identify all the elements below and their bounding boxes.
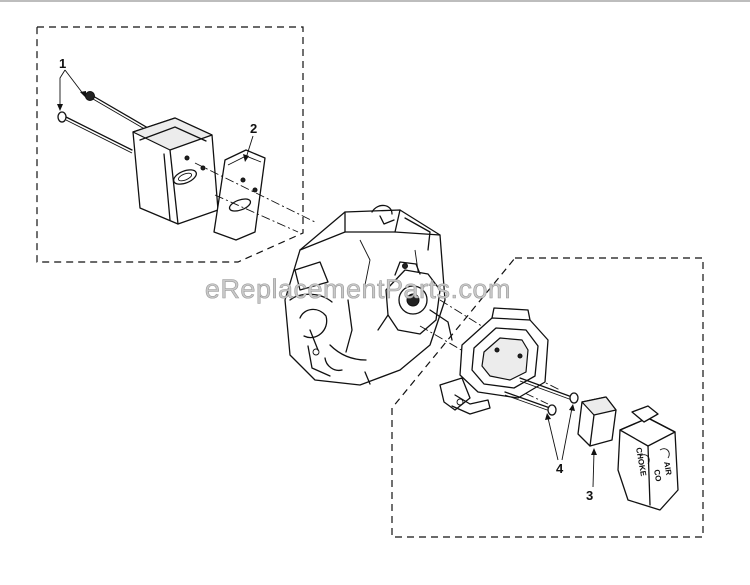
air-filter-base bbox=[439, 307, 549, 415]
muffler-gasket bbox=[213, 149, 266, 241]
muffler-alignment-lines bbox=[194, 162, 316, 233]
muffler-screws bbox=[57, 91, 149, 154]
callout-1: 1 bbox=[59, 56, 66, 71]
engine-block bbox=[284, 204, 446, 386]
air-filter-cover: AIR CO CHOKE bbox=[617, 405, 679, 511]
callout-4: 4 bbox=[556, 461, 564, 476]
air-filter-screws bbox=[504, 377, 579, 416]
watermark-text: eReplacementParts.com bbox=[205, 274, 511, 304]
air-filter-element bbox=[577, 396, 617, 447]
callout-4-leader bbox=[545, 404, 575, 461]
svg-text:CO: CO bbox=[652, 469, 663, 482]
muffler bbox=[132, 117, 219, 225]
callout-2-leader bbox=[243, 135, 254, 162]
callout-1-leader bbox=[57, 69, 86, 111]
carburetor bbox=[377, 261, 453, 341]
muffler-group-box bbox=[36, 26, 304, 263]
callout-3-leader bbox=[591, 448, 597, 488]
callout-2: 2 bbox=[250, 121, 257, 136]
callout-3: 3 bbox=[586, 488, 593, 503]
svg-text:AIR: AIR bbox=[662, 461, 673, 476]
air-filter-group-box bbox=[391, 257, 704, 538]
